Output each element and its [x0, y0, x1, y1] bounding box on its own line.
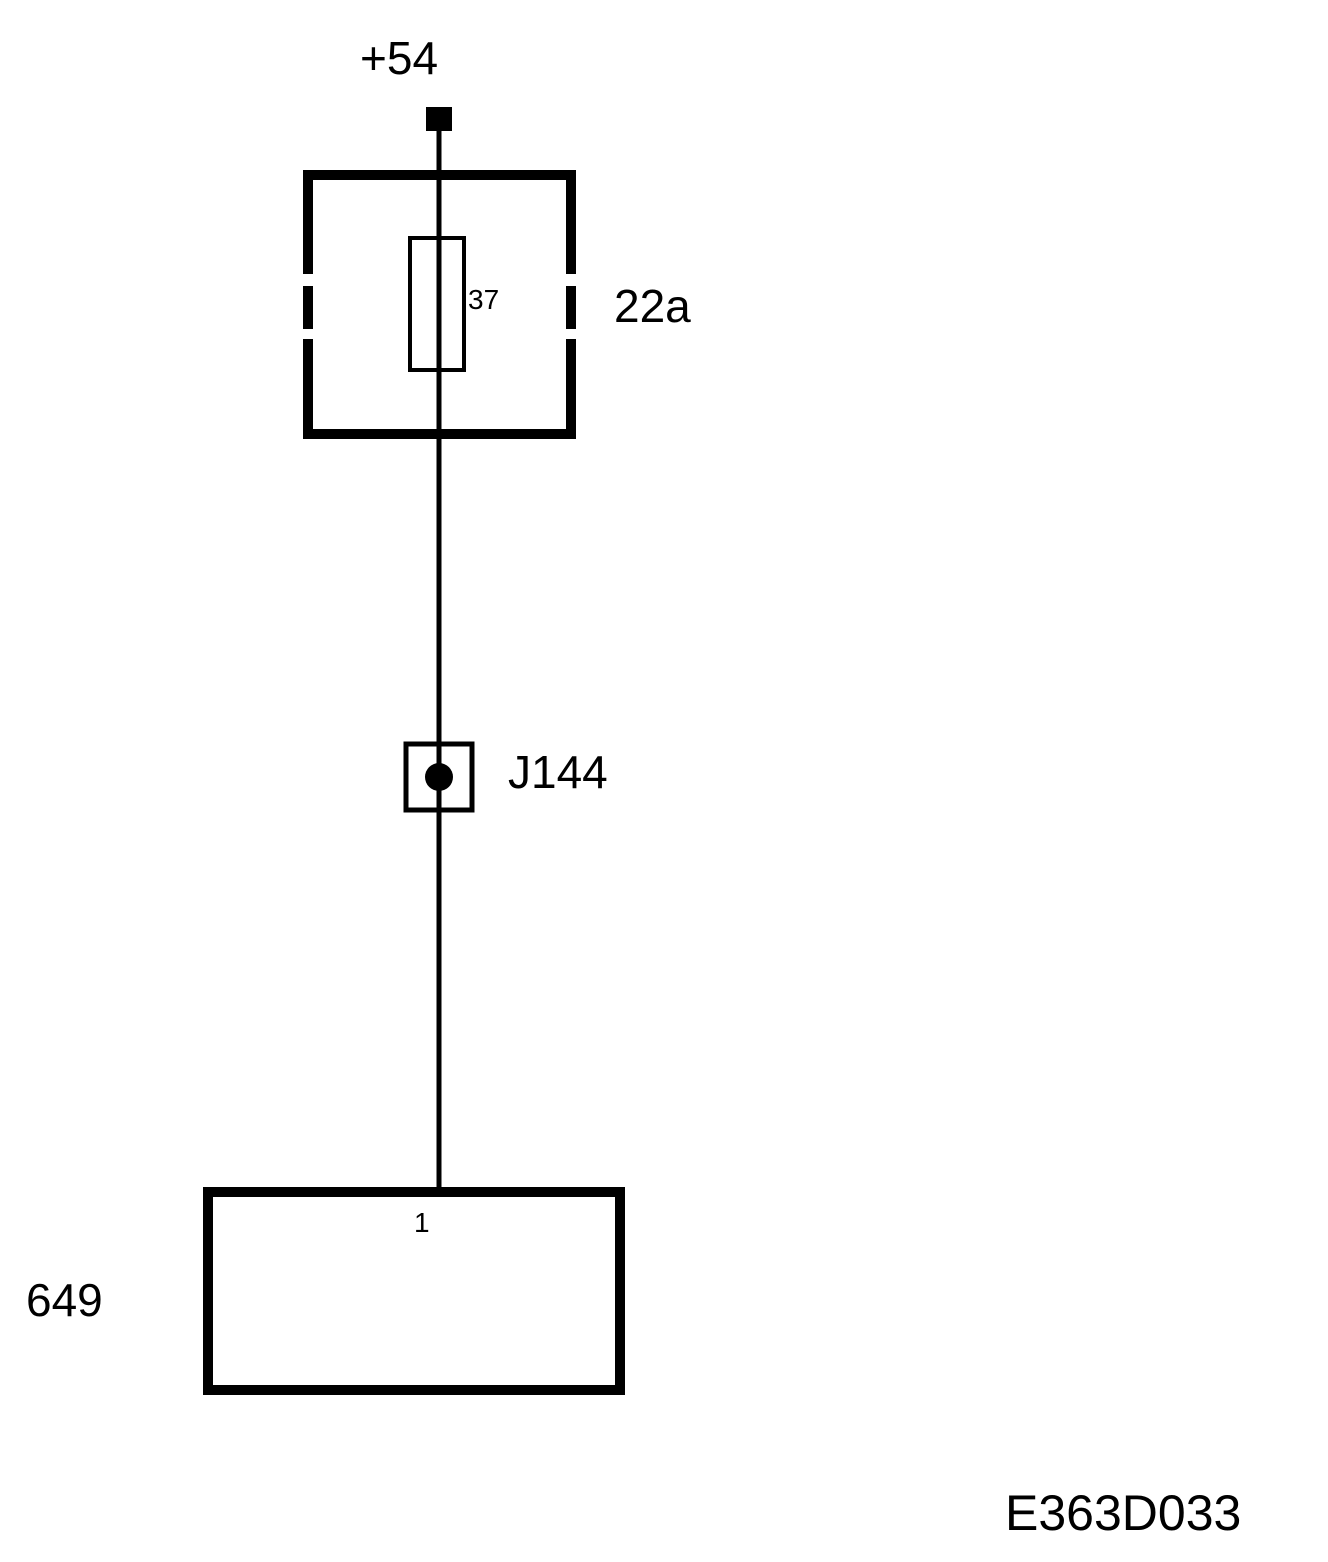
fuse-icon	[408, 236, 466, 372]
component-label: 649	[26, 1274, 103, 1326]
fuse-box-label: 22a	[614, 280, 691, 332]
component-box	[203, 1187, 625, 1395]
fuse-number-label: 37	[468, 284, 499, 315]
supply-label: +54	[360, 32, 438, 84]
supply-terminal-icon	[426, 107, 452, 131]
junction-label: J144	[508, 746, 608, 798]
junction-icon	[403, 741, 475, 813]
component-pin-label: 1	[414, 1207, 430, 1238]
fuse-box	[303, 170, 576, 439]
drawing-id: E363D033	[1005, 1485, 1241, 1541]
